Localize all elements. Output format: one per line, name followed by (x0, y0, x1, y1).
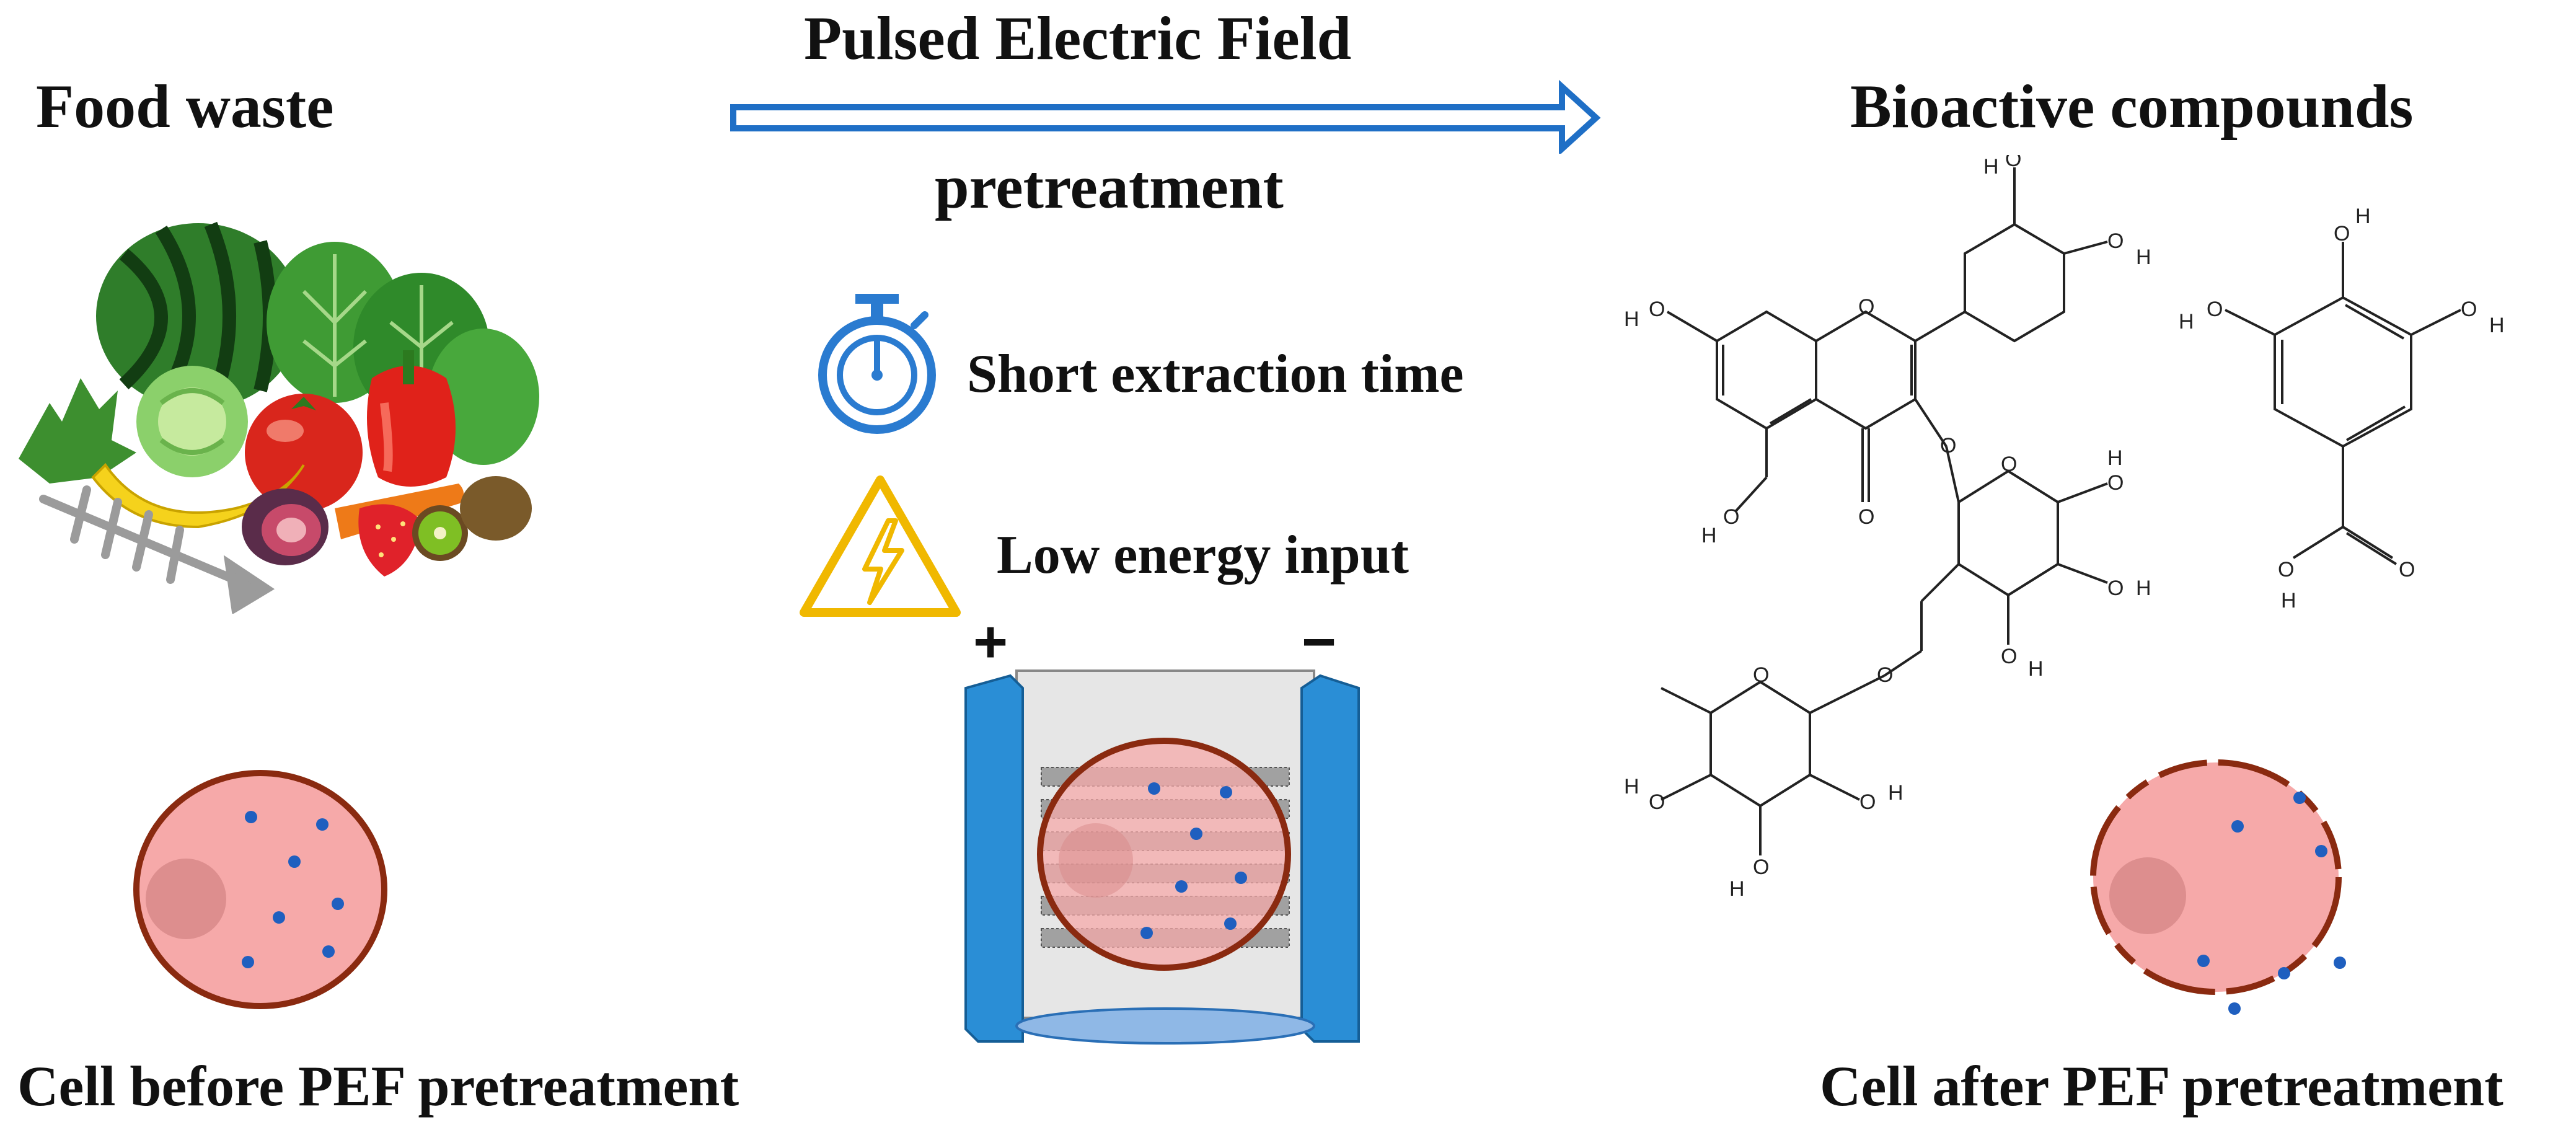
atom-h-sugar1-a: H (2107, 446, 2123, 470)
atom-o-gallic-3: O (2207, 298, 2223, 321)
atom-o-sugar1-a: O (2107, 471, 2124, 495)
pef-chamber (964, 669, 1360, 1045)
food-waste-title: Food waste (36, 72, 334, 141)
fish-skeleton-icon (39, 485, 275, 614)
atom-h-b4: H (2136, 245, 2151, 269)
bioactive-title: Bioactive compounds (1850, 72, 2414, 141)
timer-icon (818, 294, 936, 434)
cell-before-caption: Cell before PEF pretreatment (17, 1054, 739, 1118)
atom-h-gallic-4: H (2355, 205, 2371, 228)
atom-h-gallic-3: H (2179, 310, 2194, 334)
atom-o-a7: O (1649, 298, 1665, 321)
treated-cell-dots (1140, 782, 1247, 939)
atom-o-b3: O (2005, 155, 2021, 171)
flavonoid-glycoside-structure: O O O O H O H O H O H O O H O H O H O O … (1624, 155, 2151, 901)
atom-h-gallic-acid-oh: H (2281, 589, 2296, 612)
short-time-label: Short extraction time (967, 344, 1464, 404)
low-energy-label: Low energy input (997, 525, 1409, 585)
atom-o-sugar2-a: O (1649, 790, 1665, 814)
cell-membrane-ruptured (2090, 759, 2342, 995)
atom-h-a5: H (1701, 524, 1717, 547)
atom-o-glycoside: O (1940, 434, 1956, 457)
food-waste-illustration (19, 221, 539, 614)
positive-electrode (964, 674, 1024, 1043)
atom-o-sugar1-c: O (2001, 645, 2017, 668)
cell-nucleus (146, 859, 226, 939)
atom-o-gallic-5: O (2461, 298, 2477, 321)
process-subtitle: pretreatment (935, 152, 1284, 221)
atom-o-sugar2-b: O (1859, 790, 1876, 814)
atom-o-sugar2-ring: O (1753, 663, 1769, 687)
process-arrow-icon-full (730, 79, 1601, 154)
cabbage-icon (136, 366, 248, 477)
cell-after-illustration (2090, 759, 2346, 1015)
cell-after-caption: Cell after PEF pretreatment (1820, 1054, 2503, 1118)
cell-before-illustration (133, 770, 387, 1009)
atom-o-gallic-acid-oh: O (2278, 558, 2294, 581)
strawberry-icon (358, 504, 421, 577)
atom-h-a7: H (1624, 307, 1639, 331)
atom-h-sugar2-a: H (1624, 775, 1639, 798)
atom-h-sugar2-b: H (1888, 781, 1903, 805)
kiwi-icon (412, 476, 532, 561)
gallic-acid-structure: O H O H O H O H O (2179, 205, 2505, 612)
negative-electrode-sign: − (1302, 609, 1337, 675)
atom-h-b3: H (1983, 155, 1999, 179)
atom-o-sugar1-b: O (2107, 577, 2124, 600)
atom-o-b4: O (2107, 229, 2124, 253)
atom-h-sugar1-b: H (2136, 577, 2151, 600)
atom-o-carbonyl: O (1858, 505, 1874, 529)
atom-h-gallic-5: H (2489, 314, 2505, 337)
atom-o-linker: O (1877, 663, 1893, 687)
atom-o-gallic-carbonyl: O (2399, 558, 2415, 581)
positive-electrode-sign: + (973, 609, 1008, 675)
atom-h-sugar1-c: H (2028, 657, 2044, 681)
released-compound-dots (2197, 792, 2346, 1015)
atom-o-sugar1-ring: O (2001, 453, 2017, 476)
treated-cell-nucleus (1059, 823, 1133, 898)
high-voltage-warning-icon (800, 475, 961, 617)
atom-o-a5: O (1723, 505, 1739, 529)
tomato-icon (245, 394, 363, 511)
chamber-base (1015, 1007, 1315, 1045)
cell-membrane-intact (133, 770, 387, 1009)
organelle-dots (242, 811, 344, 968)
atom-o-sugar2-c: O (1753, 855, 1769, 879)
cell-interior (2093, 762, 2339, 992)
atom-o-ring-c: O (1858, 295, 1874, 319)
atom-h-sugar2-c: H (1729, 877, 1745, 901)
atom-o-gallic-4: O (2334, 222, 2350, 245)
negative-electrode (1300, 674, 1360, 1043)
process-title: Pulsed Electric Field (804, 4, 1352, 73)
fig-icon (242, 488, 329, 565)
cell-after-nucleus (2109, 857, 2186, 934)
herb-leaf-icon (19, 378, 136, 484)
red-pepper-icon (367, 350, 456, 487)
